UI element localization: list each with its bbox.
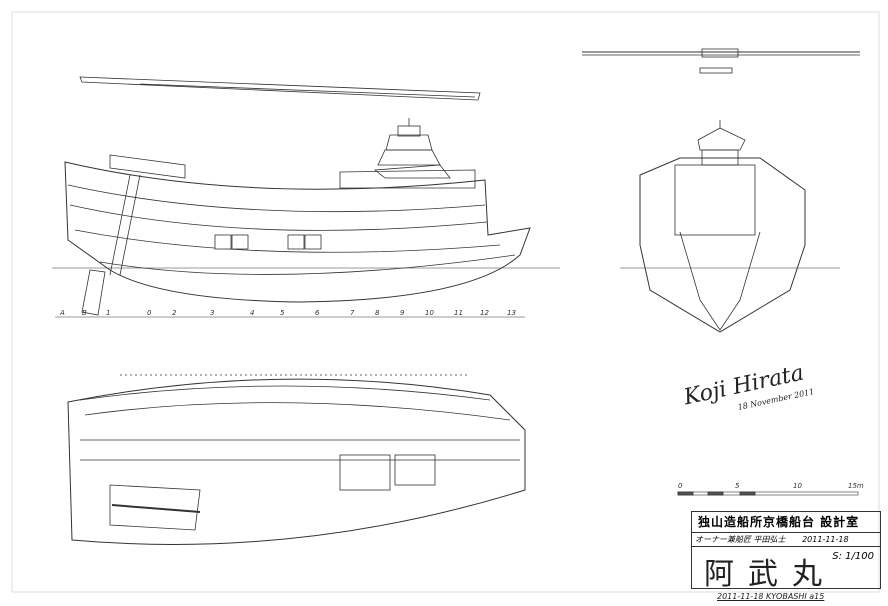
scale-label: 15m: [848, 482, 864, 490]
station-label: 7: [350, 309, 355, 317]
designer-name: オーナー兼船匠 平田弘士: [695, 535, 786, 544]
title-block: 独山造船所京橋船台 設計室 オーナー兼船匠 平田弘士 2011-11-18 阿武…: [691, 511, 881, 592]
station-label: 11: [454, 309, 463, 317]
station-label: 0: [147, 309, 152, 317]
shipyard-name: 独山造船所京橋船台 設計室: [692, 512, 880, 533]
mast-plan: [79, 76, 481, 101]
station-label: 3: [210, 309, 215, 317]
station-label: 5: [280, 309, 285, 317]
scale-label: 5: [735, 482, 740, 490]
station-label: 10: [425, 309, 434, 317]
station-label: 13: [507, 309, 516, 317]
station-label: 9: [400, 309, 405, 317]
station-label: 8: [375, 309, 380, 317]
station-label: B: [82, 309, 87, 317]
station-label: 2: [172, 309, 177, 317]
sheet-border: [11, 11, 880, 593]
station-label: 6: [315, 309, 320, 317]
ship-name: 阿武丸: [704, 557, 836, 592]
station-label: 1: [106, 309, 111, 317]
deck-plan: [67, 374, 526, 545]
designer-row: オーナー兼船匠 平田弘士 2011-11-18: [692, 533, 880, 547]
station-label: 4: [250, 309, 255, 317]
station-label: 12: [480, 309, 489, 317]
station-label: A: [60, 309, 65, 317]
scale-label: 0: [678, 482, 683, 490]
scale-label: 10: [793, 482, 802, 490]
front-elevation: [582, 48, 860, 333]
drawing-date: 2011-11-18: [802, 535, 849, 544]
scale-bar: [677, 491, 859, 496]
drawing-scale: S: 1/100: [832, 551, 874, 562]
footer-note: 2011-11-18 KYOBASHI a15: [717, 592, 825, 601]
side-elevation: [52, 118, 560, 316]
